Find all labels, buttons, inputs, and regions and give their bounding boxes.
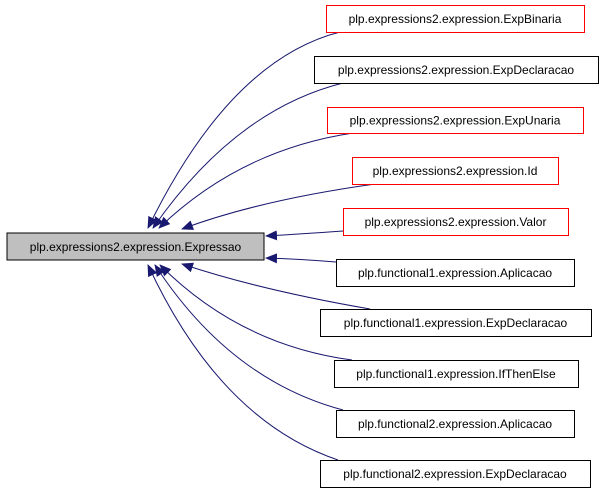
class-label: plp.functional2.expression.ExpDeclaracao bbox=[343, 467, 567, 481]
inheritance-edges bbox=[147, 31, 376, 461]
base-class-label: plp.expressions2.expression.Expressao bbox=[30, 240, 242, 254]
inheritance-arrow-plp-functional1-expression-ifthenelse bbox=[159, 264, 353, 361]
class-label: plp.expressions2.expression.ExpDeclaraca… bbox=[338, 63, 574, 77]
class-box bbox=[326, 5, 585, 33]
class-box bbox=[320, 309, 592, 337]
inheritance-arrow-plp-functional1-expression-expdeclaracao bbox=[181, 262, 371, 310]
class-label: plp.functional2.expression.Aplicacao bbox=[358, 417, 552, 431]
class-label: plp.expressions2.expression.Id bbox=[373, 164, 538, 178]
inheritance-arrow-plp-expressions2-expression-expunaria bbox=[158, 132, 354, 229]
class-label: plp.functional1.expression.IfThenElse bbox=[356, 367, 556, 381]
class-node-plp-functional1-expression-expdeclaracao[interactable]: plp.functional1.expression.ExpDeclaracao bbox=[320, 309, 592, 337]
class-box bbox=[343, 208, 569, 236]
class-label: plp.functional1.expression.Aplicacao bbox=[358, 266, 552, 280]
class-box bbox=[327, 107, 584, 134]
class-label: plp.functional1.expression.ExpDeclaracao bbox=[344, 316, 568, 330]
base-class-node[interactable]: plp.expressions2.expression.Expressao bbox=[6, 232, 265, 261]
class-node-plp-functional2-expression-aplicacao[interactable]: plp.functional2.expression.Aplicacao bbox=[336, 410, 575, 438]
class-node-plp-expressions2-expression-id[interactable]: plp.expressions2.expression.Id bbox=[352, 157, 559, 185]
inheritance-arrow-plp-functional2-expression-expdeclaracao bbox=[147, 264, 339, 461]
class-node-plp-functional1-expression-ifthenelse[interactable]: plp.functional1.expression.IfThenElse bbox=[334, 360, 579, 388]
inheritance-arrow-plp-expressions2-expression-expbinaria bbox=[147, 31, 341, 229]
inheritance-arrow-plp-expressions2-expression-id bbox=[181, 183, 376, 230]
class-label: plp.expressions2.expression.ExpUnaria bbox=[350, 114, 561, 128]
class-node-plp-expressions2-expression-expunaria[interactable]: plp.expressions2.expression.ExpUnaria bbox=[327, 107, 584, 134]
class-node-plp-expressions2-expression-expbinaria[interactable]: plp.expressions2.expression.ExpBinaria bbox=[326, 5, 585, 33]
class-node-plp-functional2-expression-expdeclaracao[interactable]: plp.functional2.expression.ExpDeclaracao bbox=[320, 460, 591, 488]
class-box bbox=[334, 360, 579, 388]
inheritance-arrow-plp-expressions2-expression-valor bbox=[265, 230, 344, 241]
class-box bbox=[314, 56, 599, 84]
class-box bbox=[320, 460, 591, 488]
class-box bbox=[336, 259, 575, 287]
class-box bbox=[336, 410, 575, 438]
class-node-plp-expressions2-expression-expdeclaracao[interactable]: plp.expressions2.expression.ExpDeclaraca… bbox=[314, 56, 599, 84]
inheritance-arrow-plp-expressions2-expression-expdeclaracao bbox=[152, 82, 344, 229]
inheritance-arrow-plp-functional2-expression-aplicacao bbox=[154, 264, 344, 411]
inheritance-arrow-plp-functional1-expression-aplicacao bbox=[265, 253, 337, 264]
class-box bbox=[352, 157, 559, 185]
class-label: plp.expressions2.expression.Valor bbox=[365, 215, 547, 229]
class-node-plp-functional1-expression-aplicacao[interactable]: plp.functional1.expression.Aplicacao bbox=[336, 259, 575, 287]
class-node-plp-expressions2-expression-valor[interactable]: plp.expressions2.expression.Valor bbox=[343, 208, 569, 236]
class-label: plp.expressions2.expression.ExpBinaria bbox=[349, 12, 562, 26]
